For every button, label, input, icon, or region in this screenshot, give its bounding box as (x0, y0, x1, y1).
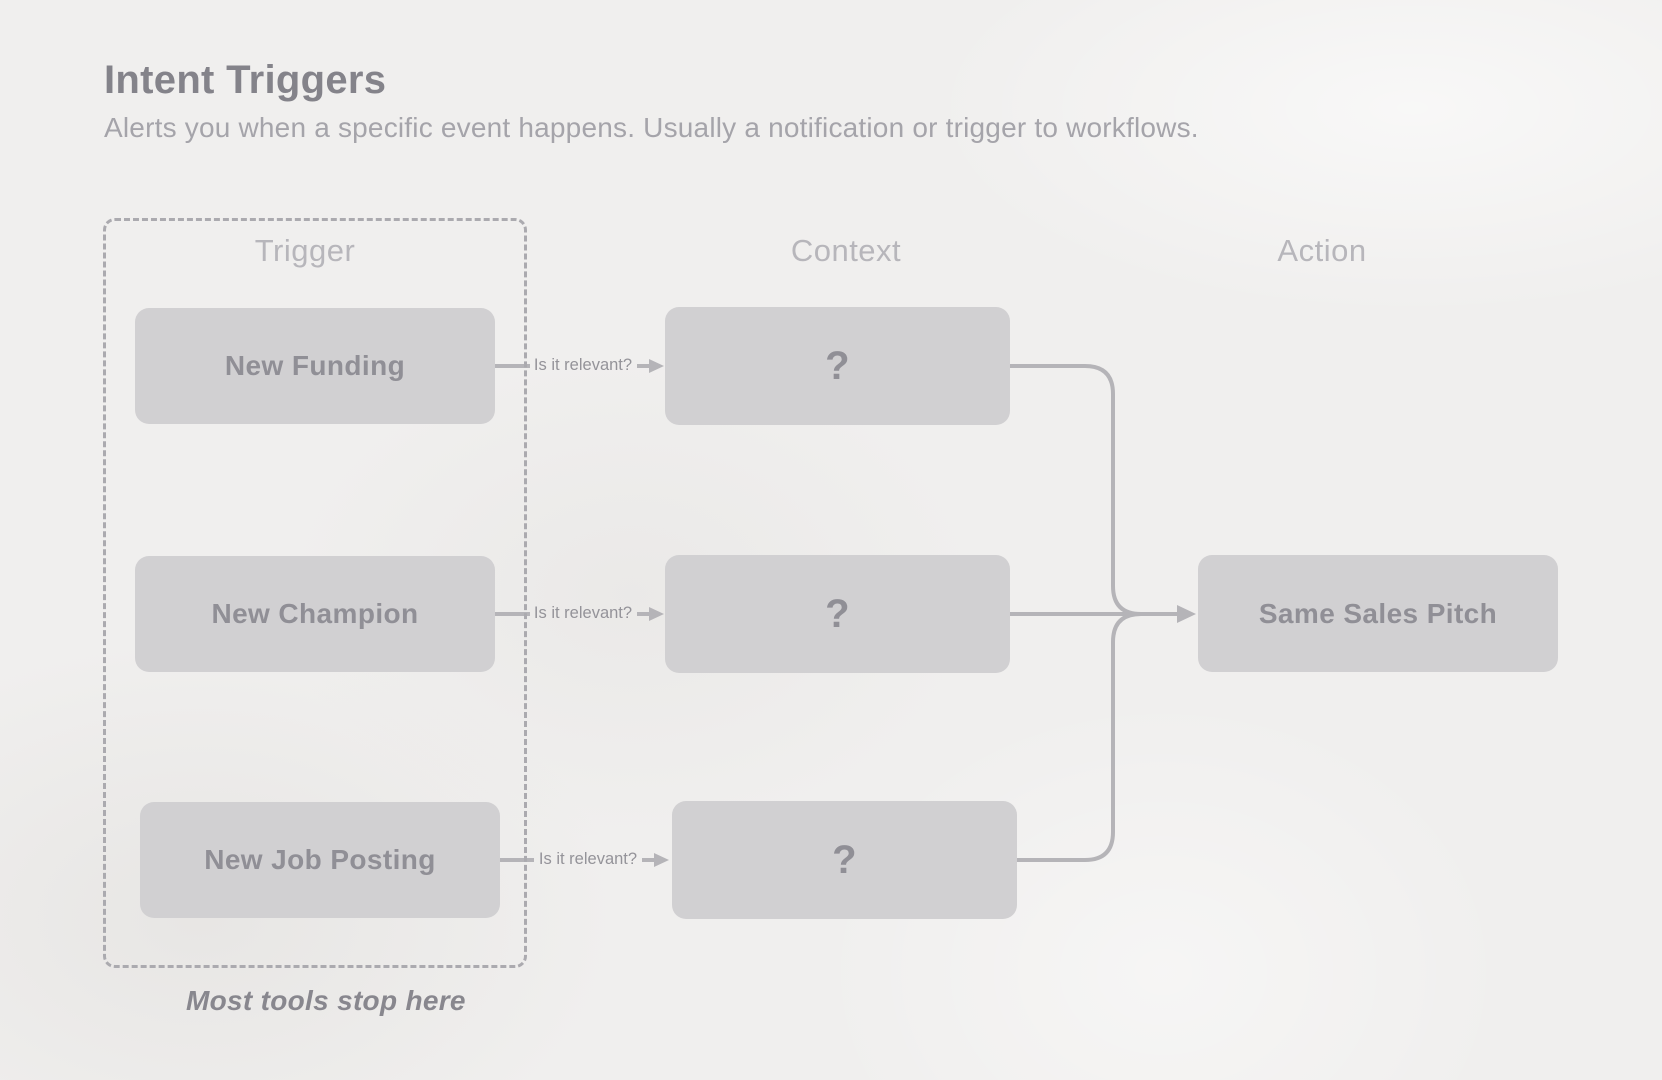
connector-context1-to-merge (1010, 364, 1142, 616)
context-node-row1: ? (665, 307, 1010, 425)
relevance-label-row2: Is it relevant? (533, 604, 633, 622)
trigger-node-new-champion: New Champion (135, 556, 495, 672)
relevance-label-row1: Is it relevant? (533, 356, 633, 374)
connector-row1-arrowhead (649, 359, 664, 373)
context-node-row2: ? (665, 555, 1010, 673)
trigger-node-new-funding: New Funding (135, 308, 495, 424)
page-subtitle: Alerts you when a specific event happens… (104, 112, 1199, 143)
connector-context3-to-merge (1017, 612, 1142, 862)
trigger-group-outline (103, 218, 527, 968)
connector-action-arrowhead (1177, 605, 1196, 623)
connector-row3-arrowhead (654, 853, 669, 867)
trigger-node-new-job-posting: New Job Posting (140, 802, 500, 918)
action-node-same-sales-pitch: Same Sales Pitch (1198, 555, 1558, 672)
column-header-trigger: Trigger (254, 233, 356, 268)
context-node-row3: ? (672, 801, 1017, 919)
page-title: Intent Triggers (104, 58, 387, 102)
connector-row2-arrowhead (649, 607, 664, 621)
column-header-action: Action (1277, 233, 1367, 268)
footnote-most-tools-stop-here: Most tools stop here (186, 985, 466, 1016)
relevance-label-row3: Is it relevant? (538, 850, 638, 868)
column-header-context: Context (790, 233, 902, 268)
